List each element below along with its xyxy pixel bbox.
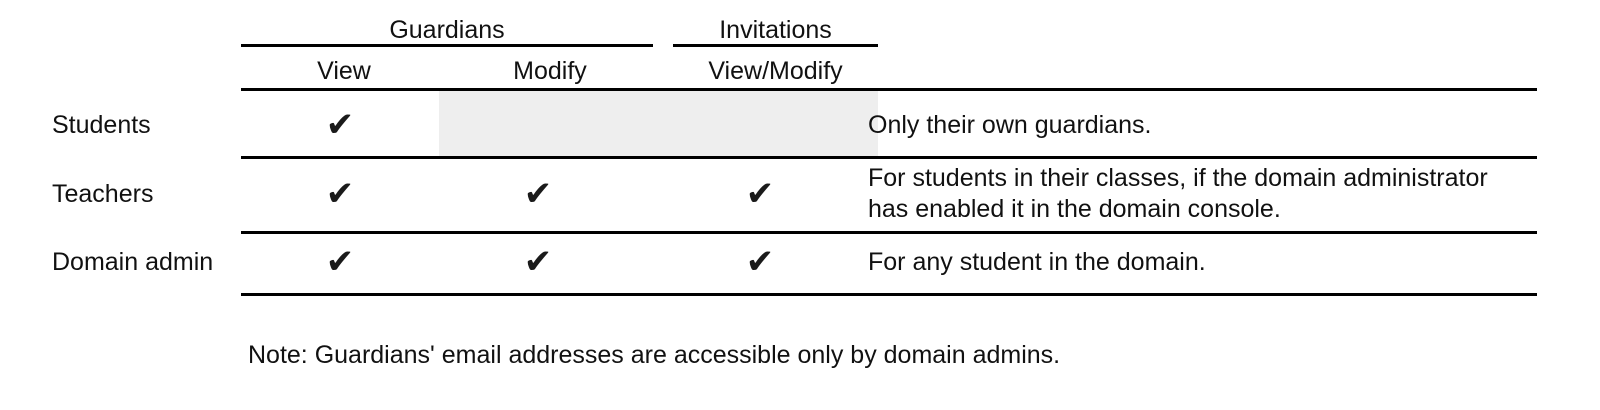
note-students: Only their own guardians.: [868, 110, 1528, 141]
table-footnote: Note: Guardians' email addresses are acc…: [248, 341, 1061, 369]
column-group-invitations: Invitations: [719, 16, 832, 44]
check-icon-domain-admin-invitations: ✔: [745, 242, 775, 282]
cell-students-modify-disabled: [439, 91, 878, 156]
note-domain-admin: For any student in the domain.: [868, 247, 1528, 278]
check-icon-teachers-view: ✔: [325, 174, 355, 214]
table-rule-after-teachers: [241, 231, 1537, 234]
column-header-view-modify: View/Modify: [708, 57, 843, 85]
check-icon-teachers-invitations: ✔: [745, 174, 775, 214]
table-rule-after-students: [241, 156, 1537, 159]
group-rule-guardians: [241, 44, 653, 47]
row-label-domain-admin: Domain admin: [52, 248, 214, 276]
note-teachers-line-1: For students in their classes, if the do…: [868, 164, 1488, 192]
check-icon-students-view: ✔: [325, 105, 355, 145]
column-group-guardians: Guardians: [389, 16, 505, 44]
group-rule-invitations: [673, 44, 878, 47]
check-icon-teachers-modify: ✔: [523, 174, 553, 214]
row-label-teachers: Teachers: [52, 180, 154, 208]
table-rule-header: [241, 88, 1537, 91]
note-teachers-line-2: has enabled it in the domain console.: [868, 195, 1281, 223]
note-domain-admin-line-1: For any student in the domain.: [868, 248, 1206, 276]
column-header-view: View: [317, 57, 371, 85]
table-rule-bottom: [241, 293, 1537, 296]
note-students-line-1: Only their own guardians.: [868, 111, 1152, 139]
check-icon-domain-admin-view: ✔: [325, 242, 355, 282]
row-label-students: Students: [52, 111, 151, 139]
check-icon-domain-admin-modify: ✔: [523, 242, 553, 282]
note-teachers: For students in their classes, if the do…: [868, 163, 1528, 225]
column-header-modify: Modify: [513, 57, 587, 85]
